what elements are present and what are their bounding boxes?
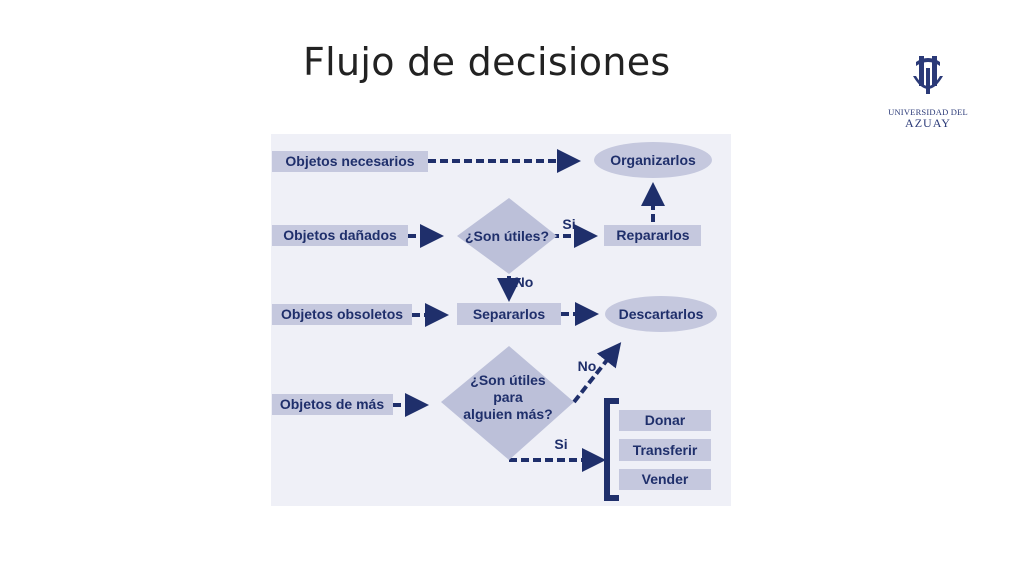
label-descartarlos: Descartarlos <box>619 306 704 322</box>
label-separarlos: Separarlos <box>473 306 546 322</box>
label-transferir: Transferir <box>633 442 698 458</box>
label-si-1: Si <box>562 216 575 232</box>
ellipse-organizarlos <box>594 142 712 178</box>
label-decision2-line1: ¿Son útiles <box>470 372 546 388</box>
box-objetos-danados <box>272 225 408 246</box>
label-son-utiles: ¿Son útiles? <box>465 228 549 244</box>
box-vender <box>619 469 711 490</box>
label-repararlos: Repararlos <box>616 227 689 243</box>
logo-text-line2: AZUAY <box>905 116 951 130</box>
university-logo: UNIVERSIDAD DEL AZUAY <box>886 52 970 132</box>
ellipse-descartarlos <box>605 296 717 332</box>
label-si-2: Si <box>554 436 567 452</box>
label-objetos-danados: Objetos dañados <box>283 227 397 243</box>
university-crest-icon <box>913 56 943 94</box>
label-decision2-line2: para <box>493 389 523 405</box>
slide-title: Flujo de decisiones <box>303 40 671 84</box>
box-transferir <box>619 439 711 461</box>
options-bracket <box>604 398 619 501</box>
label-organizarlos: Organizarlos <box>610 152 696 168</box>
diamond-son-utiles <box>457 198 557 274</box>
logo-text-line1: UNIVERSIDAD DEL <box>888 107 968 117</box>
label-vender: Vender <box>642 471 689 487</box>
label-no-1: No <box>515 274 534 290</box>
arrow-decision-no-to-descartar <box>572 342 622 404</box>
box-objetos-necesarios <box>272 151 428 172</box>
box-objetos-de-mas <box>272 394 393 415</box>
box-donar <box>619 410 711 431</box>
label-objetos-obsoletos: Objetos obsoletos <box>281 306 403 322</box>
decision-flow-diagram: Objetos necesarios Objetos dañados Objet… <box>271 134 731 506</box>
box-separarlos <box>457 303 561 325</box>
label-donar: Donar <box>645 412 686 428</box>
diamond-son-utiles-para-alguien <box>441 346 574 460</box>
label-no-2: No <box>578 358 597 374</box>
box-objetos-obsoletos <box>272 304 412 325</box>
label-decision2-line3: alguien más? <box>463 406 552 422</box>
label-objetos-necesarios: Objetos necesarios <box>285 153 414 169</box>
label-objetos-de-mas: Objetos de más <box>280 396 384 412</box>
box-repararlos <box>604 225 701 246</box>
